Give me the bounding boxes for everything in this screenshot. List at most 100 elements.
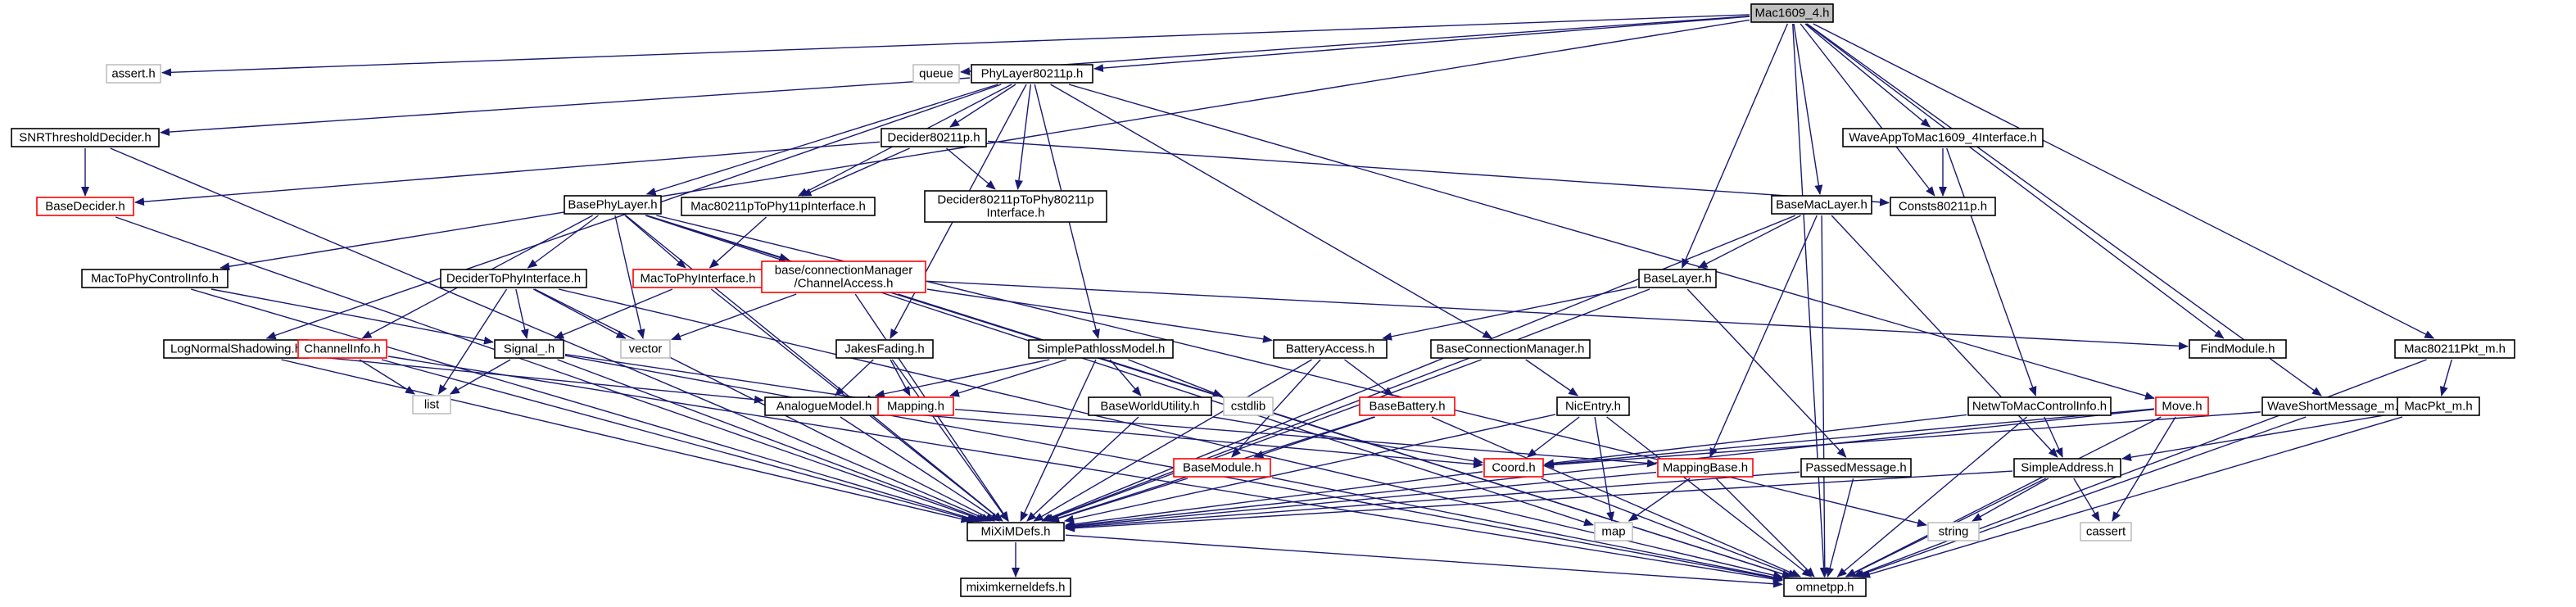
edge-simplepath-to-baseworld — [1109, 359, 1142, 396]
node-channelaccess[interactable]: base/connectionManager/ChannelAccess.h — [761, 260, 926, 293]
node-box — [971, 64, 1093, 84]
node-signal[interactable]: Signal_.h — [494, 339, 564, 359]
node-jakes[interactable]: JakesFading.h — [835, 339, 934, 359]
edge-miximdefs-to-omnetpp — [1065, 534, 1783, 588]
edge-waveapp-to-netwtomac — [1946, 147, 2037, 396]
edge-waveshort-to-coord — [1544, 411, 2261, 469]
node-box — [1088, 396, 1212, 416]
edge-mac1609-to-basemaclayer — [1793, 23, 1823, 195]
node-box — [960, 578, 1071, 597]
node-coord[interactable]: Coord.h — [1483, 458, 1544, 478]
node-mac1609[interactable]: Mac1609_4.h — [1750, 3, 1834, 23]
node-label: MacToPhyInterface.h — [641, 272, 756, 286]
edge-baselayer-to-miximdefs — [1043, 288, 1650, 522]
node-miximkernel[interactable]: miximkerneldefs.h — [960, 578, 1071, 597]
node-box — [1771, 195, 1872, 215]
node-box — [1783, 578, 1867, 597]
node-box — [2013, 458, 2121, 478]
node-baselayer[interactable]: BaseLayer.h — [1638, 269, 1717, 288]
edge-simpleaddr-to-string — [1972, 478, 2049, 522]
node-queue[interactable]: queue — [912, 64, 960, 84]
node-analogue[interactable]: AnalogueModel.h — [764, 396, 884, 416]
node-basemaclayer[interactable]: BaseMacLayer.h — [1771, 195, 1872, 215]
node-mactophyiface[interactable]: MacToPhyInterface.h — [632, 269, 763, 288]
node-batteryaccess[interactable]: BatteryAccess.h — [1273, 339, 1388, 359]
node-netwtomac[interactable]: NetwToMacControlInfo.h — [1967, 396, 2112, 416]
node-passedmsg[interactable]: PassedMessage.h — [1800, 458, 1912, 478]
node-macpkt[interactable]: MacPkt_m.h — [2397, 396, 2480, 416]
node-box — [912, 64, 960, 84]
node-decidertophy[interactable]: DeciderToPhyInterface.h — [440, 269, 587, 288]
node-box — [11, 128, 160, 147]
node-label: Signal_.h — [504, 342, 555, 356]
node-mappingbase[interactable]: MappingBase.h — [1657, 458, 1754, 478]
node-label: Move.h — [2162, 400, 2202, 414]
node-basephylayer[interactable]: BasePhyLayer.h — [564, 195, 662, 215]
edge-mac1609-to-mac80211pkt — [1813, 23, 2435, 339]
node-label: miximkerneldefs.h — [967, 581, 1066, 595]
node-mactophyctrl[interactable]: MacToPhyControlInfo.h — [81, 269, 229, 288]
edge-nicentry-to-miximdefs — [1063, 414, 1556, 523]
node-baseconn[interactable]: BaseConnectionManager.h — [1430, 339, 1591, 359]
edge-coord-to-omnetpp — [1541, 478, 1799, 578]
node-label: SimpleAddress.h — [2021, 461, 2113, 475]
node-move[interactable]: Move.h — [2155, 396, 2209, 416]
node-simpleaddr[interactable]: SimpleAddress.h — [2013, 458, 2121, 478]
edge-move-to-miximdefs — [1065, 408, 2155, 530]
edge-netwtomac-to-coord — [1544, 414, 1967, 468]
node-waveshort[interactable]: WaveShortMessage_m.h — [2261, 396, 2411, 416]
node-channelinfo[interactable]: ChannelInfo.h — [297, 339, 387, 359]
edge-basedecider-to-miximdefs — [115, 216, 986, 523]
node-consts80211p[interactable]: Consts80211p.h — [1890, 197, 1996, 216]
edge-batteryaccess-to-basemodule — [1231, 359, 1321, 458]
node-findmodule[interactable]: FindModule.h — [2189, 339, 2287, 359]
edge-baseconn-to-miximdefs — [1044, 359, 1483, 522]
node-basebattery[interactable]: BaseBattery.h — [1359, 396, 1456, 416]
node-basemodule[interactable]: BaseModule.h — [1173, 458, 1271, 478]
edge-basemaclayer-to-omnetpp — [1820, 215, 1829, 578]
node-label: BaseBattery.h — [1369, 400, 1445, 414]
node-string[interactable]: string — [1927, 522, 1980, 541]
node-list[interactable]: list — [412, 395, 451, 414]
node-label: AnalogueModel.h — [776, 400, 872, 414]
node-map[interactable]: map — [1594, 522, 1633, 541]
node-baseworld[interactable]: BaseWorldUtility.h — [1088, 396, 1212, 416]
node-lognormal[interactable]: LogNormalShadowing.h — [163, 339, 309, 359]
node-label: Coord.h — [1492, 461, 1535, 475]
edge-batteryaccess-to-miximdefs — [1033, 359, 1312, 522]
node-simplepath[interactable]: SimplePathlossModel.h — [1028, 339, 1174, 359]
node-vector[interactable]: vector — [620, 339, 671, 359]
node-label: MappingBase.h — [1663, 461, 1748, 475]
node-cstdlib[interactable]: cstdlib — [1223, 396, 1274, 416]
node-mac80211ptophy11p[interactable]: Mac80211pToPhy11pInterface.h — [681, 197, 876, 216]
node-mapping[interactable]: Mapping.h — [877, 396, 954, 416]
edge-batteryaccess-to-basebattery — [1344, 359, 1394, 396]
node-mac80211pkt[interactable]: Mac80211Pkt_m.h — [2394, 339, 2515, 359]
node-waveapp[interactable]: WaveAppToMac1609_4Interface.h — [1842, 128, 2044, 147]
node-decider80211p[interactable]: Decider80211p.h — [881, 128, 987, 147]
node-label: /ChannelAccess.h — [795, 277, 894, 291]
edge-channelaccess-to-batteryaccess — [926, 288, 1273, 343]
node-assert[interactable]: assert.h — [106, 64, 161, 84]
edge-mactophyctrl-to-signal — [211, 288, 494, 345]
node-box — [835, 339, 934, 359]
node-box — [1430, 339, 1591, 359]
edge-macpkt-to-simpleaddr — [2121, 412, 2397, 462]
node-phy80211p[interactable]: PhyLayer80211p.h — [971, 64, 1093, 84]
node-basedecider[interactable]: BaseDecider.h — [36, 197, 134, 216]
node-box — [1800, 458, 1912, 478]
edge-phy80211p-to-basephylayer — [645, 84, 998, 196]
node-label: DeciderToPhyInterface.h — [446, 272, 581, 286]
node-label: PhyLayer80211p.h — [981, 67, 1084, 81]
node-label: BasePhyLayer.h — [568, 198, 657, 212]
edge-jakes-to-miximdefs — [891, 359, 1009, 522]
node-box — [36, 197, 134, 216]
node-miximdefs[interactable]: MiXiMDefs.h — [967, 522, 1065, 541]
node-nicentry[interactable]: NicEntry.h — [1556, 396, 1630, 416]
node-box — [2397, 396, 2480, 416]
node-cassert[interactable]: cassert — [2080, 522, 2132, 541]
node-box — [2155, 396, 2209, 416]
node-omnetpp[interactable]: omnetpp.h — [1783, 578, 1867, 597]
node-snr[interactable]: SNRThresholdDecider.h — [11, 128, 160, 147]
